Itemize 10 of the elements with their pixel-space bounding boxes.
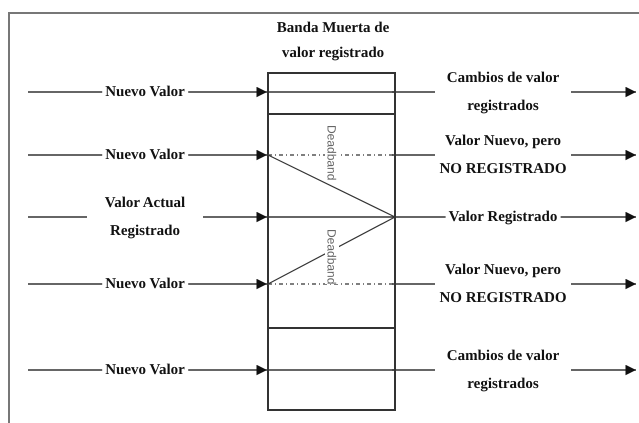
signal-line	[268, 283, 395, 285]
signal-line	[268, 154, 395, 156]
signal-line	[268, 216, 395, 218]
signal-line	[268, 369, 395, 371]
deadband-label: Deadband	[324, 125, 338, 180]
deadband-label: Deadband	[324, 229, 338, 284]
deadband-limit-line	[268, 216, 396, 285]
signal-line	[268, 91, 395, 93]
deadband-limit-line	[268, 154, 396, 218]
column-heading: Banda Muerta de valor registrado	[276, 19, 390, 63]
